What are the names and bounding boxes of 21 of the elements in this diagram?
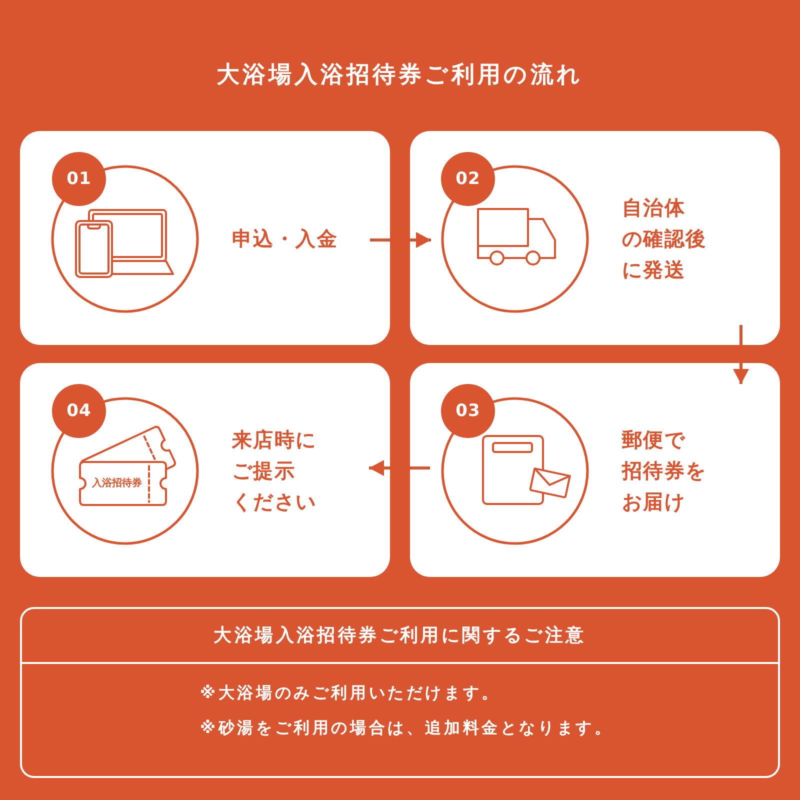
step-card (410, 363, 780, 577)
step-card (20, 363, 390, 577)
arrow (369, 460, 430, 476)
step-text: 自治体の確認後に発送 (622, 194, 707, 284)
ticket-text: 入浴招待券 (92, 478, 142, 490)
title: 大浴場入浴招待券ご利用の流れ (216, 61, 584, 90)
step-number: 04 (52, 384, 106, 438)
notice-text: ※砂湯をご利用の場合は、追加料金となります。 (200, 717, 614, 739)
step-text: 郵便で招待券をお届け (622, 426, 707, 516)
step-text: 申込・入金 (232, 226, 338, 252)
step-number: 03 (441, 384, 495, 438)
step-text: 来店時にご提示ください (232, 426, 317, 516)
step-card (410, 131, 780, 345)
arrow (370, 232, 431, 248)
notice-panel (20, 607, 780, 778)
notice-text: ※大浴場のみご利用いただけます。 (200, 682, 500, 704)
step-number: 01 (52, 152, 106, 206)
step-card (20, 131, 390, 345)
arrow (733, 325, 749, 384)
step-number: 02 (441, 152, 495, 206)
notice-heading: 大浴場入浴招待券ご利用に関するご注意 (214, 624, 586, 648)
